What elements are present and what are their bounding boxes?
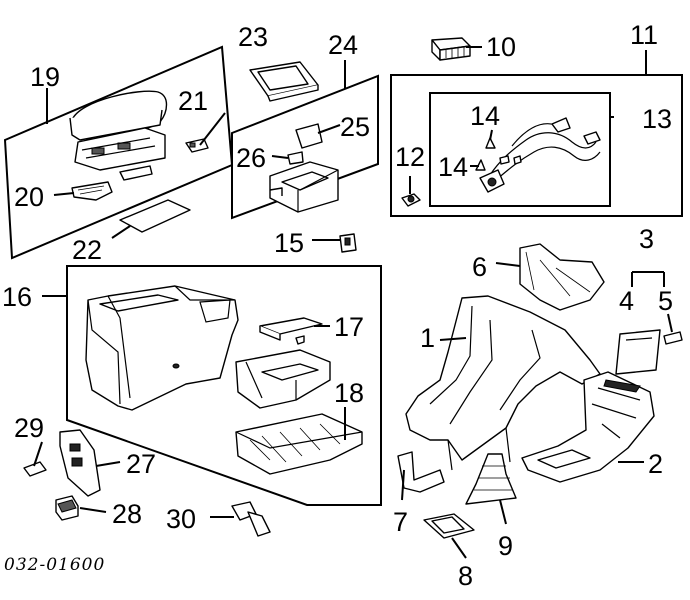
bracket-part-7 <box>397 451 445 493</box>
mat-part-22 <box>119 199 191 233</box>
latch-part-20 <box>71 181 113 201</box>
clip-part-15 <box>339 233 357 253</box>
bulb-parts-14 <box>475 137 496 171</box>
side-panel-part-27 <box>59 429 101 497</box>
group-box-24 <box>231 60 379 220</box>
callout-11: 11 <box>630 20 658 50</box>
harness-part-13 <box>479 117 601 193</box>
lower-pocket-part <box>235 349 331 409</box>
callout-29: 29 <box>14 413 44 443</box>
callout-7: 7 <box>393 507 408 537</box>
callout-15: 15 <box>274 228 304 258</box>
callout-12: 12 <box>395 142 425 172</box>
callout-16: 16 <box>2 282 32 312</box>
group-box-16 <box>66 265 382 506</box>
callout-10: 10 <box>486 32 516 62</box>
callout-labels: 1 2 3 4 5 6 7 8 9 10 11 12 13 14 14 15 1… <box>2 20 673 591</box>
callout-3: 3 <box>639 224 654 254</box>
callout-6: 6 <box>472 252 487 282</box>
plug-part-12 <box>401 193 421 207</box>
callout-20: 20 <box>14 182 44 212</box>
callout-1: 1 <box>420 323 435 353</box>
catalog-code: 032-01600 <box>4 555 105 575</box>
console-panel-part-2 <box>521 371 655 483</box>
callout-14-top: 14 <box>470 101 500 131</box>
callout-26: 26 <box>236 143 266 173</box>
callout-22: 22 <box>72 235 102 265</box>
cover-part-17 <box>259 317 323 345</box>
boot-part-9 <box>465 453 517 505</box>
callout-27: 27 <box>126 449 156 479</box>
bracket-part-18 <box>235 413 363 475</box>
switch-part-28 <box>55 495 79 521</box>
callout-5: 5 <box>658 286 673 316</box>
console-body-part <box>85 285 239 411</box>
callout-2: 2 <box>648 449 663 479</box>
armrest-lid-part <box>69 90 168 181</box>
callout-18: 18 <box>334 378 364 408</box>
callout-9: 9 <box>498 531 513 561</box>
callout-19: 19 <box>30 62 60 92</box>
callout-30: 30 <box>166 504 196 534</box>
callout-24: 24 <box>328 30 358 60</box>
pocket-part-26 <box>269 151 339 213</box>
ring-part-8 <box>423 513 475 539</box>
callout-23: 23 <box>238 22 268 52</box>
vent-part-10 <box>431 37 471 61</box>
callout-14-bottom: 14 <box>438 152 468 182</box>
callout-8: 8 <box>458 561 473 591</box>
tray-part-23 <box>249 61 319 102</box>
group-box-11 <box>390 50 683 217</box>
callout-4: 4 <box>619 286 634 316</box>
hinge-part-21 <box>185 138 209 153</box>
leader-lines <box>33 46 673 559</box>
console-frame-part-1 <box>405 295 601 471</box>
callout-28: 28 <box>112 499 142 529</box>
panel-part-4 <box>615 329 661 375</box>
callout-17: 17 <box>334 312 364 342</box>
screw-part-5 <box>663 331 683 345</box>
callout-13: 13 <box>642 104 672 134</box>
callout-21: 21 <box>178 86 208 116</box>
bracket-part-30 <box>231 501 271 537</box>
callout-25: 25 <box>340 112 370 142</box>
bracket-part-6 <box>519 243 605 311</box>
cover-part-25 <box>295 123 323 149</box>
